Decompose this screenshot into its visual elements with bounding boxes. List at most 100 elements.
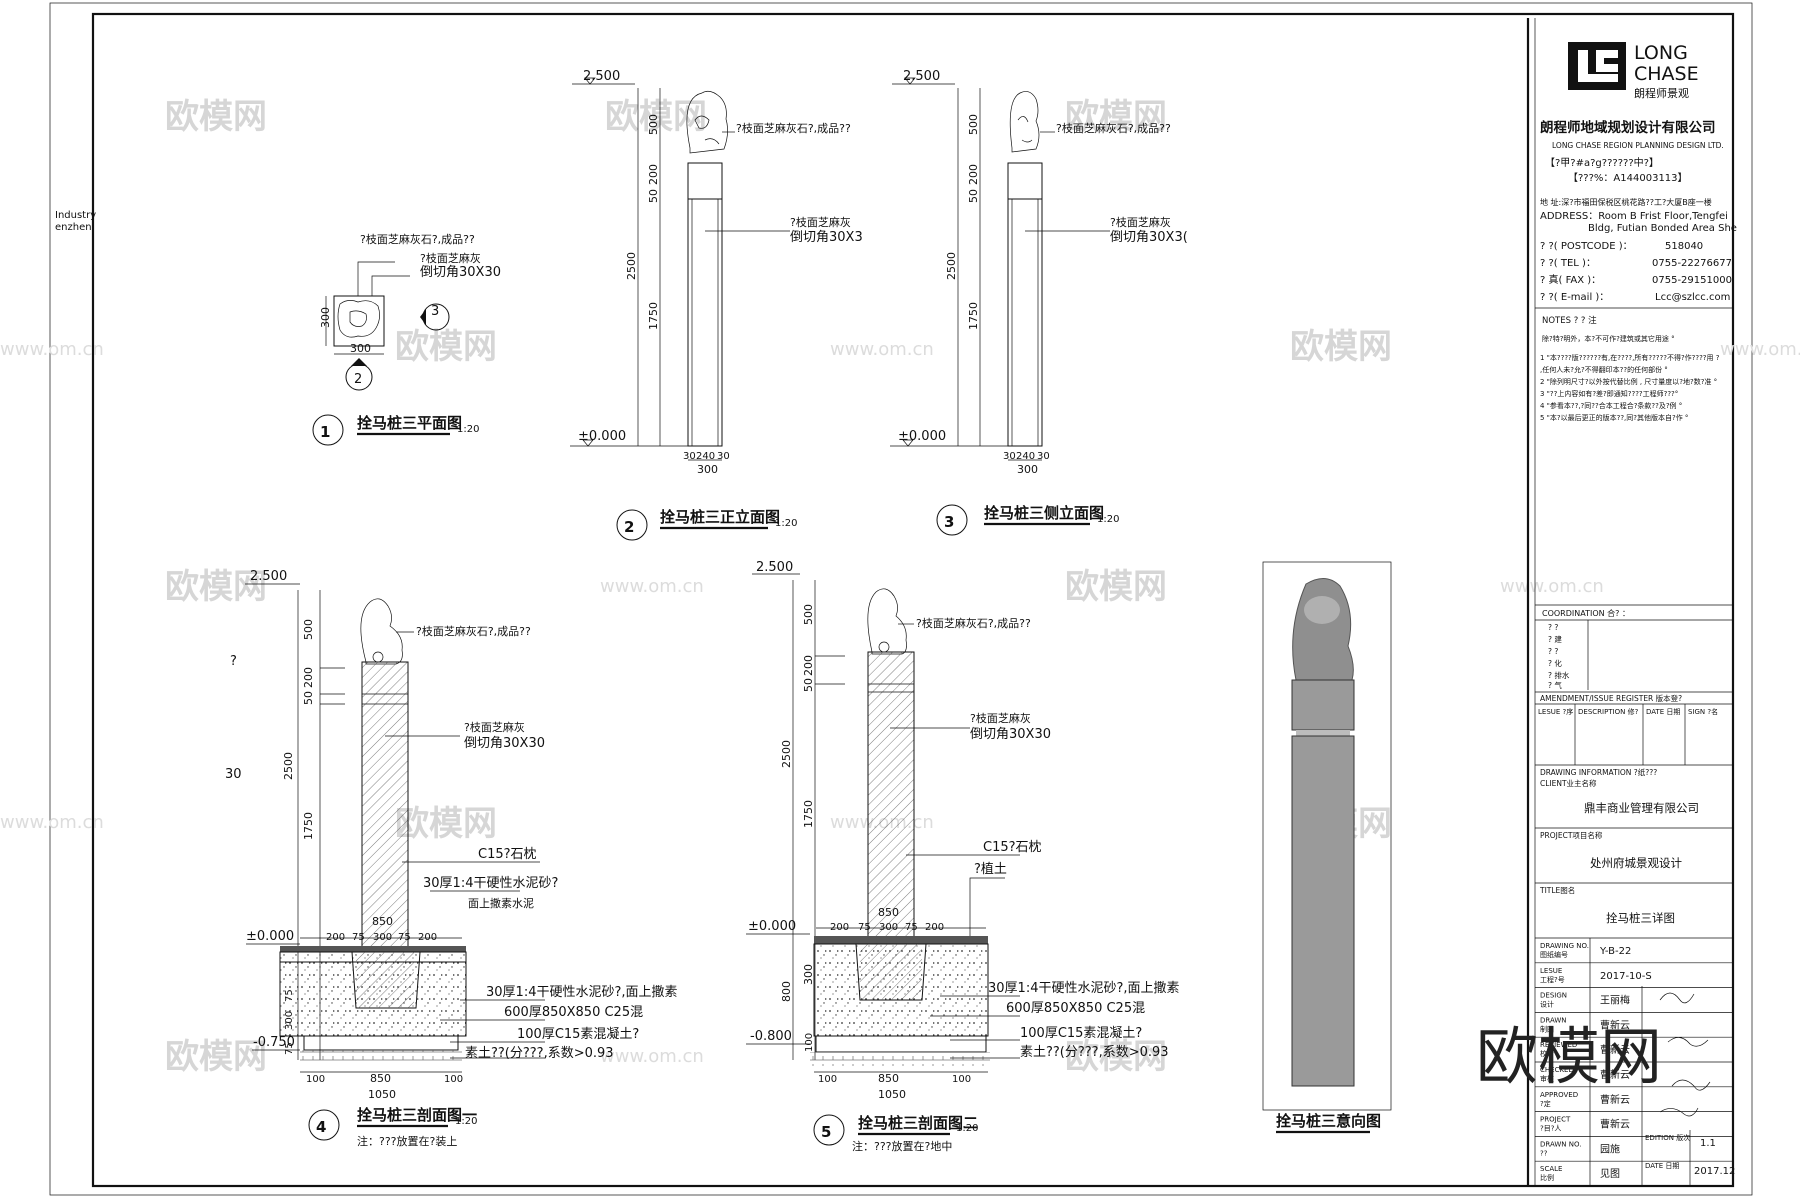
row-label: ?目?人 (1540, 1125, 1561, 1133)
lion-carving (1009, 91, 1040, 153)
dim-text: 200 (326, 932, 345, 943)
dim-text: 200 (418, 932, 437, 943)
dim-text: 30 (717, 451, 730, 462)
sheet-inner-border (91, 12, 1735, 1188)
dim-text: 500 (302, 619, 315, 640)
section-marker-label: 2 (354, 372, 362, 387)
note: 倒切角30X3( (1110, 230, 1188, 245)
note: 倒切角30X3 (790, 230, 863, 245)
row-label: 校对 (1540, 1049, 1554, 1058)
note-line: 2 "除列明尺寸?以外按代替比例 , 尺寸量度以?地?数?准 ° (1540, 377, 1717, 386)
level-label: -0.800 (750, 1029, 792, 1044)
view-number: 2 (624, 518, 634, 536)
dim-text: 30 (1037, 451, 1050, 462)
dim-text: 850 (372, 915, 393, 928)
dim-text: 50 (302, 691, 315, 705)
dim-text: 300 (373, 932, 392, 943)
drawing-info-head: DRAWING INFORMATION ?纸??? (1540, 767, 1657, 777)
dim-text: 100 (818, 1074, 837, 1085)
row-value: 曹新云 (1600, 1068, 1630, 1081)
contact-value: 0755-29151000 (1652, 275, 1732, 286)
row-label: LESUE (1540, 967, 1562, 975)
view-title: 拴马桩三正立面图 (660, 508, 780, 526)
view-number-circle (616, 509, 648, 541)
row-value: 王丽梅 (1600, 994, 1630, 1007)
post-embed-hatch (860, 944, 922, 1000)
address-en: Bldg, Futian Bonded Area She (1588, 223, 1737, 234)
lion-detail (372, 651, 384, 663)
edition-label: EDITION 版次 (1645, 1133, 1690, 1142)
section-marker-arrow (420, 309, 426, 325)
dim-text: 75 (352, 932, 365, 943)
date-label: DATE 日期 (1645, 1162, 1679, 1170)
note: 30厚1:4干硬性水泥砂?,面上撒素 (988, 980, 1180, 996)
sheet-outer-border (49, 2, 1753, 1196)
dim-text: 240 (1016, 451, 1035, 462)
note: ?枝面芝麻灰 (790, 215, 851, 229)
dim-text: 1050 (878, 1088, 906, 1101)
dim-text: 2500 (625, 252, 638, 280)
company-name: 朗程师地域规划设计有限公司 (1540, 119, 1716, 136)
dim-text: 240 (696, 451, 715, 462)
row-label: ?? (1540, 1149, 1548, 1157)
dim-text: 200 (647, 164, 660, 185)
leader (969, 877, 1005, 936)
logo-text-cn: 朗程师景观 (1634, 87, 1689, 100)
row-label: 设计 (1540, 1000, 1554, 1009)
row-value: 曹新云 (1600, 1018, 1630, 1031)
row-value: 园施 (1600, 1142, 1620, 1155)
dim-text: 2500 (945, 252, 958, 280)
amend-col: DESCRIPTION 修? (1578, 707, 1639, 716)
dim-text: 1050 (368, 1088, 396, 1101)
lion-carving (686, 90, 728, 154)
row-label: PROJECT (1540, 1116, 1571, 1124)
post-shaft (1007, 198, 1043, 447)
title-block: LONG CHASE 朗程师景观 朗程师地域规划设计有限公司 LONG CHAS… (1526, 18, 1737, 1187)
watermark-big-logo: 欧模网 (1476, 1020, 1662, 1093)
note: 600厚850X850 C25混 (504, 1005, 643, 1020)
paving-layer (280, 946, 466, 952)
post-cap (1007, 162, 1043, 200)
lion-detail (694, 115, 720, 145)
render-cap (1291, 679, 1355, 731)
plan-post-outline (333, 295, 385, 347)
compacted-soil (300, 1050, 462, 1064)
note-line: ,任何人未?允?不得翻印本??的任何部份 ° (1540, 365, 1668, 374)
row-label: DESIGN (1540, 992, 1567, 1000)
note: ?枝面芝麻灰石?,成品?? (1056, 121, 1171, 135)
watermark-url: www.om.cn (600, 1046, 704, 1067)
contact-label: ? 真( FAX )： (1540, 273, 1601, 286)
plan-dim: 300 (319, 307, 332, 328)
view-scale: 1:20 (775, 518, 797, 529)
watermark-logo: 欧模网 (1065, 567, 1167, 607)
view-title: 拴马桩三平面图 (357, 414, 462, 432)
watermark-logo: 欧模网 (1065, 97, 1167, 137)
note: C15?石枕 (478, 847, 537, 862)
row-label: DRAWING NO. (1540, 942, 1589, 950)
view-number: 4 (316, 1118, 326, 1136)
section-two-view: 2.500 ±0.000 -0.800 500 50 200 2500 1750… (746, 560, 1180, 1153)
coordination-item: ? 化 (1548, 658, 1562, 668)
client-label: CLIENT业主名称 (1540, 778, 1597, 788)
note: 30厚1:4干硬性水泥砂? (423, 876, 558, 891)
note: ?植土 (974, 862, 1007, 877)
row-value: 曹新云 (1600, 1093, 1630, 1106)
dim-text: 800 (780, 981, 793, 1002)
row-value: 2017-10-S (1600, 971, 1652, 982)
level-label: -0.750 (253, 1035, 295, 1050)
watermark-logo: 欧模网 (165, 1037, 267, 1077)
note: 倒切角30X30 (464, 736, 545, 751)
rendering-view: 拴马桩三意向图 (1262, 561, 1392, 1134)
row-value: 见图 (1600, 1168, 1620, 1180)
dim-text: 200 (925, 922, 944, 933)
lion-detail (1017, 116, 1033, 143)
note: 30厚1:4干硬性水泥砂?,面上撒素 (486, 984, 678, 1000)
coordination-item: ? 建 (1548, 634, 1562, 644)
cert: 【???%：A144003113】 (1568, 172, 1688, 184)
row-label: 工程?号 (1540, 975, 1565, 984)
notes-head: NOTES ? ? 注 (1542, 315, 1597, 326)
contact-label: ? ?( E-mail )： (1540, 292, 1609, 303)
dim-text: 1750 (967, 302, 980, 330)
watermark-logo: 欧模网 (1290, 327, 1392, 367)
